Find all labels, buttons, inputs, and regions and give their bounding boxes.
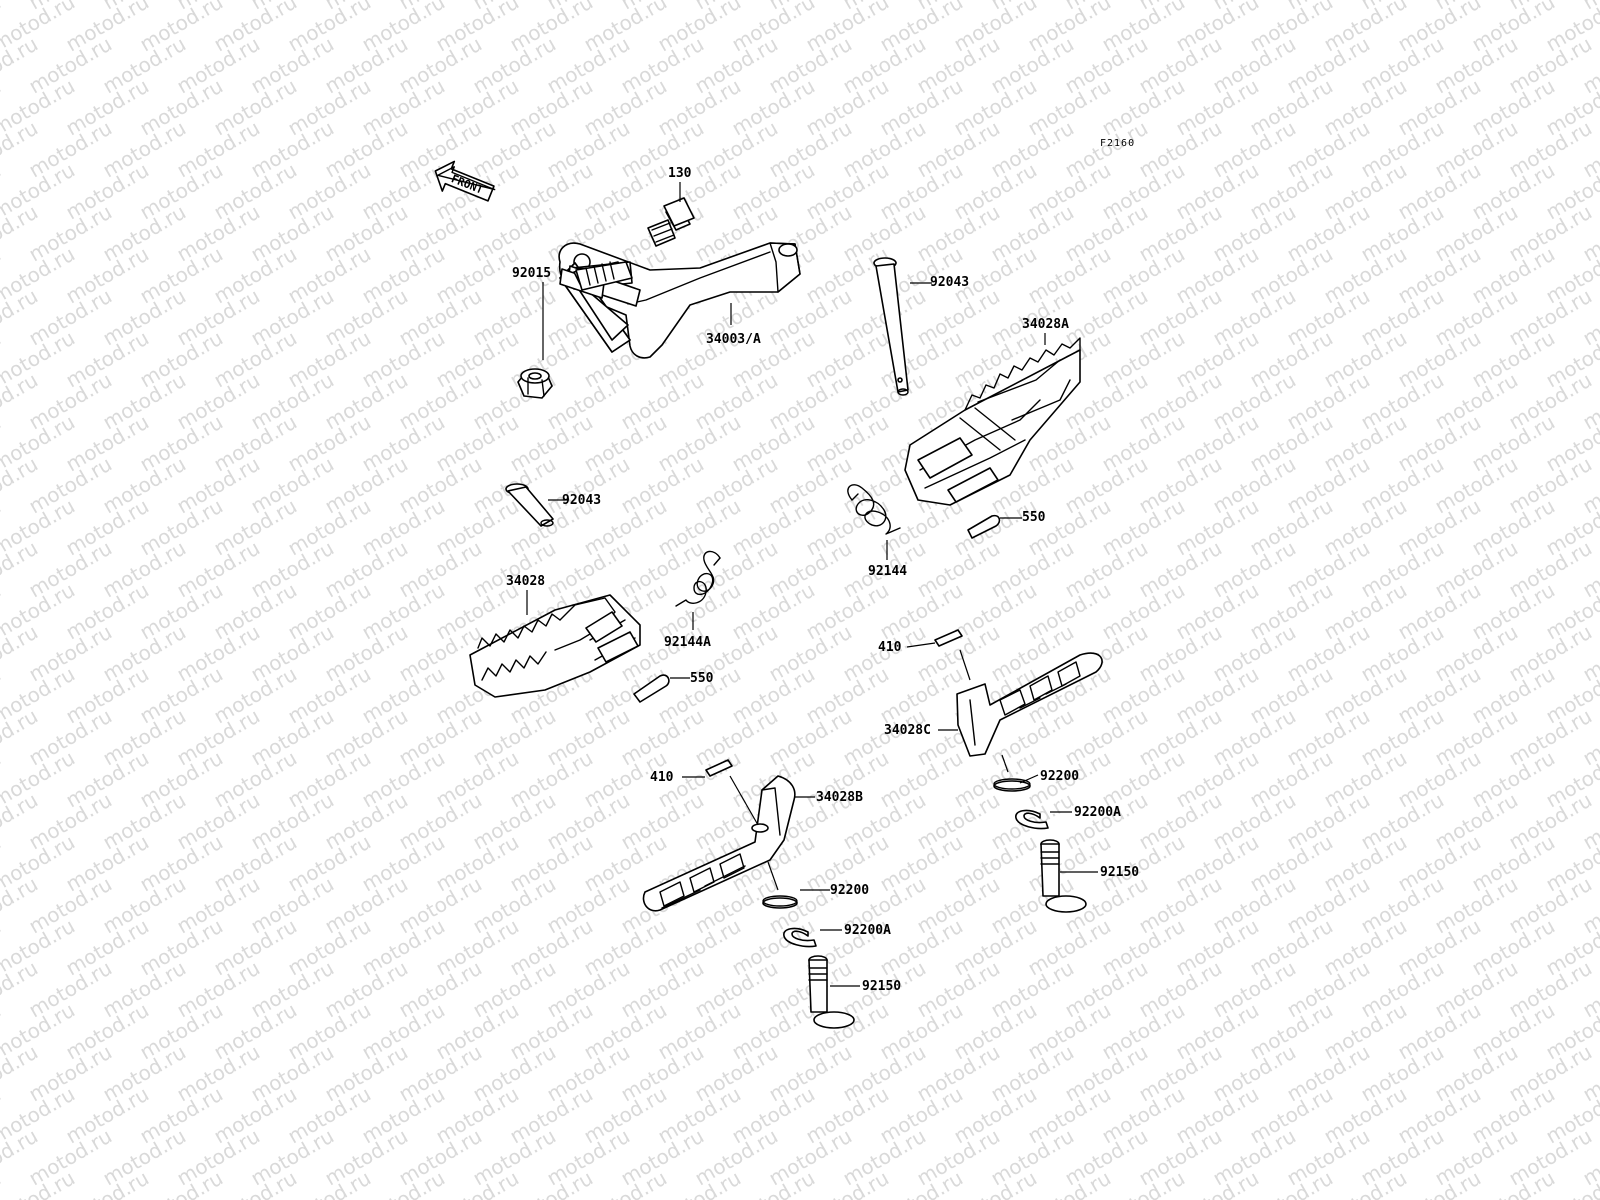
label-34028a: 34028A <box>1022 317 1069 332</box>
cotter-pin-550-left <box>633 674 670 703</box>
bolt-130 <box>647 197 695 247</box>
label-34028: 34028 <box>506 574 545 589</box>
washer-410-right <box>934 629 963 647</box>
footpeg-34028 <box>469 594 641 698</box>
label-550-left: 550 <box>690 671 714 686</box>
diagram-code: F2160 <box>1100 138 1135 149</box>
pin-92150-left <box>808 955 855 1029</box>
label-92150-left: 92150 <box>862 979 901 994</box>
label-92043-right: 92043 <box>930 275 969 290</box>
nut-92015 <box>517 368 553 399</box>
pin-92043-right <box>873 257 909 396</box>
label-92200a-right: 92200A <box>1074 805 1121 820</box>
clip-92200a-left <box>783 927 817 948</box>
label-34028c: 34028C <box>884 723 931 738</box>
pin-92150-right <box>1040 839 1087 913</box>
cotter-pin-550-right <box>967 514 1001 539</box>
label-410-left: 410 <box>650 770 674 785</box>
part-labels: 130 34003/A 92015 92043 34028A 92043 550… <box>506 166 1139 994</box>
label-92150-right: 92150 <box>1100 865 1139 880</box>
label-410-right: 410 <box>878 640 902 655</box>
label-92200-left: 92200 <box>830 883 869 898</box>
pin-92043-left <box>505 483 554 527</box>
washer-410-left <box>705 759 733 777</box>
watermark-text: motod.ru <box>0 1166 5 1200</box>
spring-92144a <box>675 550 721 607</box>
label-34003a: 34003/A <box>706 332 761 347</box>
threaded-shaft <box>573 261 633 291</box>
label-92015: 92015 <box>512 266 551 281</box>
step-34028c <box>956 652 1103 757</box>
washer-92200-left <box>762 895 798 909</box>
label-130: 130 <box>668 166 692 181</box>
footpeg-34028a <box>904 337 1081 506</box>
spring-92144 <box>847 484 901 535</box>
leader-lines <box>526 182 1098 987</box>
washer-92200-right <box>993 778 1031 792</box>
label-92043-left: 92043 <box>562 493 601 508</box>
label-92144a: 92144A <box>664 635 711 650</box>
label-34028b: 34028B <box>816 790 863 805</box>
label-550-right: 550 <box>1022 510 1046 525</box>
label-92200a-left: 92200A <box>844 923 891 938</box>
label-92144: 92144 <box>868 564 907 579</box>
clip-92200a-right <box>1015 809 1049 830</box>
label-92200-right: 92200 <box>1040 769 1079 784</box>
step-34028b <box>642 775 796 912</box>
